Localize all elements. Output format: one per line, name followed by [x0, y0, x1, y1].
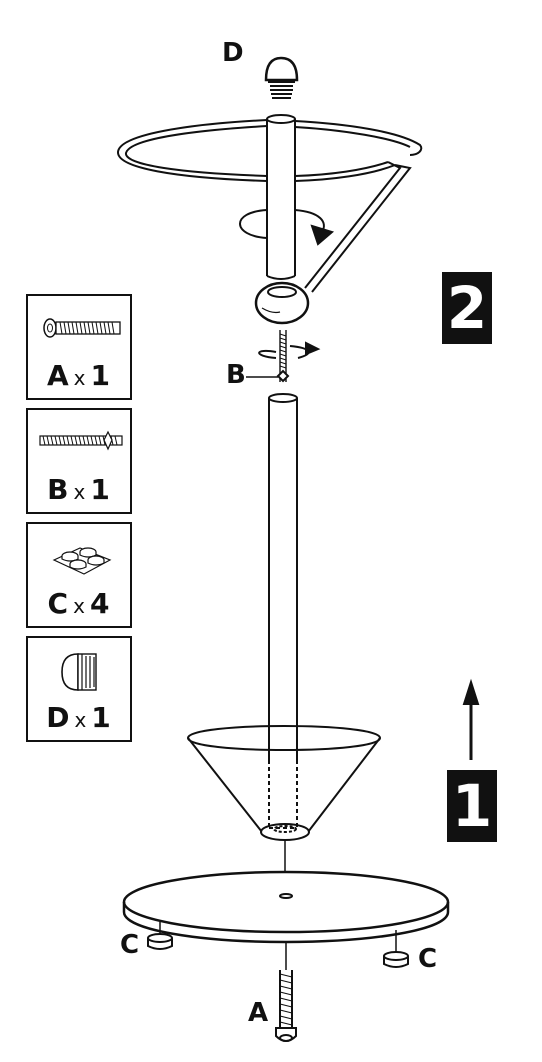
part-times: x [73, 480, 87, 504]
step-1-badge: 1 [447, 770, 497, 842]
callout-b: B [226, 360, 246, 390]
end-cap-icon [61, 653, 97, 691]
screw-icon [43, 318, 121, 338]
ring-holder [116, 119, 423, 293]
part-times: x [73, 366, 87, 390]
part-count: 1 [91, 701, 112, 734]
part-count: 4 [89, 587, 111, 620]
felt-pads-icon [52, 547, 112, 575]
part-letter: A [47, 359, 70, 392]
upper-tube [266, 114, 296, 280]
ball-joint [254, 281, 310, 325]
felt-pad-right [383, 930, 409, 968]
lower-tube [268, 393, 298, 760]
base-disc [122, 870, 450, 944]
part-letter: D [46, 701, 71, 734]
part-count: 1 [90, 359, 111, 392]
callout-c-right: C [418, 944, 438, 974]
cone-base [186, 725, 382, 892]
step-2-badge: 2 [442, 272, 492, 344]
threaded-rod-icon [39, 430, 123, 451]
threaded-rod-b [246, 330, 321, 383]
part-times: x [74, 708, 88, 732]
callout-c-left: C [120, 930, 140, 960]
part-count: 1 [90, 473, 111, 506]
up-arrow [462, 678, 480, 760]
part-letter: B [47, 473, 70, 506]
callout-a: A [248, 998, 269, 1028]
callout-d: D [222, 38, 244, 68]
part-times: x [73, 594, 86, 618]
rotate-arrow-top [239, 209, 335, 246]
felt-pad-left [147, 922, 173, 950]
part-letter: C [47, 587, 70, 620]
end-cap-d [264, 56, 299, 99]
screw-a [275, 942, 297, 1042]
